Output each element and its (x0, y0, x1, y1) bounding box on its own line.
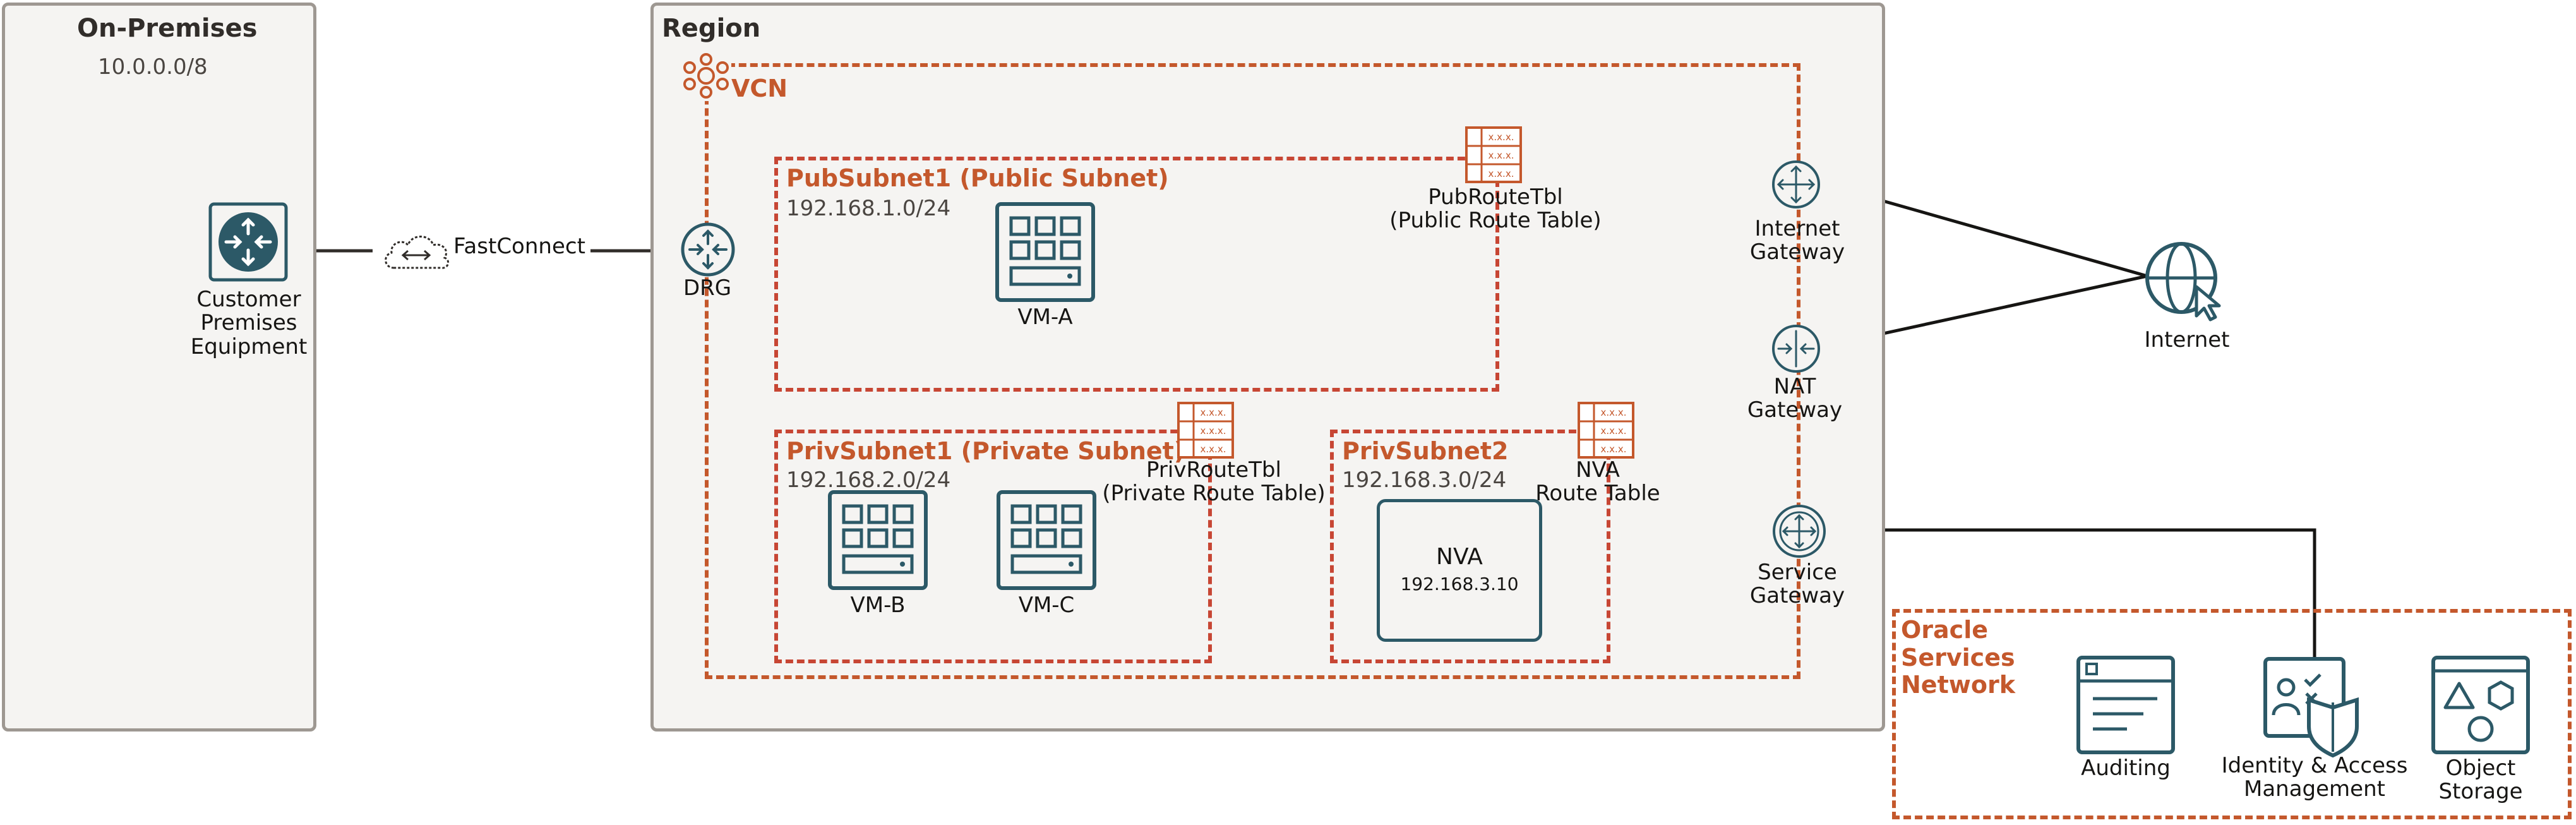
internet-label: Internet (2144, 327, 2230, 352)
internet-gateway-line1: Internet (1754, 216, 1840, 241)
drg-label: DRG (683, 275, 732, 301)
nva-appliance (1377, 499, 1542, 642)
route-table-cell: x.x.x. (1201, 443, 1226, 455)
service-gateway-icon (1773, 505, 1826, 558)
on-premises-cidr: 10.0.0.0/8 (98, 54, 208, 80)
fastconnect-label: FastConnect (453, 234, 585, 259)
osn-boundary (1892, 609, 2572, 819)
iam-label-line1: Identity & Access (2221, 753, 2408, 778)
region-container (650, 3, 1885, 732)
compute-vm-icon (828, 490, 928, 590)
vcn-title: VCN (731, 75, 788, 102)
priv-route-table-label: PrivRouteTbl (Private Route Table) (1102, 457, 1326, 507)
osn-title-line3: Network (1901, 671, 2015, 699)
vcn-icon (681, 51, 731, 101)
cpe-label-line2: Premises (200, 310, 297, 336)
route-table-icon: x.x.x. x.x.x. x.x.x. (1578, 402, 1634, 459)
auditing-icon (2076, 656, 2175, 754)
pub-route-table-label: PubRouteTbl (Public Route Table) (1389, 184, 1602, 234)
nat-gateway-icon (1772, 325, 1820, 373)
priv-route-table-line2: (Private Route Table) (1102, 481, 1326, 507)
route-table-cell: x.x.x. (1601, 425, 1627, 437)
nva-title: NVA (1436, 544, 1483, 570)
internet-gateway-label: Internet Gateway (1750, 217, 1845, 265)
priv-subnet2-boundary (1330, 430, 1610, 663)
nat-gateway-line2: Gateway (1747, 397, 1843, 423)
route-table-cell: x.x.x. (1489, 131, 1514, 143)
nat-gateway-label: NAT Gateway (1747, 375, 1842, 423)
service-gateway-line1: Service (1758, 560, 1837, 585)
service-gateway-label: Service Gateway (1749, 560, 1845, 609)
on-premises-title: On-Premises (77, 14, 258, 43)
iam-label: Identity & Access Management (2222, 754, 2408, 802)
on-premises-container (2, 3, 316, 732)
route-table-cell: x.x.x. (1201, 407, 1226, 418)
osn-title-line1: Oracle (1901, 616, 1989, 644)
priv-subnet1-boundary (774, 430, 1212, 663)
compute-vm-icon (997, 490, 1096, 590)
internet-gateway-line2: Gateway (1749, 239, 1845, 265)
vm-b-label: VM-B (850, 593, 906, 618)
osn-title: Oracle Services Network (1901, 616, 2015, 699)
route-table-cell: x.x.x. (1489, 150, 1514, 161)
priv-route-table-line1: PrivRouteTbl (1146, 457, 1281, 483)
pub-route-table-line2: (Public Route Table) (1389, 208, 1602, 234)
globe-cursor-icon (2145, 242, 2221, 322)
router-icon (208, 202, 288, 282)
object-storage-line2: Storage (2438, 779, 2523, 805)
compute-vm-icon (995, 202, 1095, 302)
priv-subnet2-cidr: 192.168.3.0/24 (1342, 467, 1507, 493)
cpe-label-line3: Equipment (190, 334, 308, 359)
vm-c-label: VM-C (1018, 593, 1075, 618)
osn-title-line2: Services (1901, 643, 2015, 671)
pub-subnet-cidr: 192.168.1.0/24 (786, 196, 951, 221)
object-storage-line1: Object (2445, 756, 2516, 781)
nva-route-table-line1: NVA (1576, 457, 1620, 483)
nva-ip: 192.168.3.10 (1400, 574, 1519, 594)
route-table-cell: x.x.x. (1601, 443, 1627, 455)
cloud-icon (385, 236, 450, 269)
nat-gateway-line1: NAT (1773, 374, 1816, 399)
route-table-cell: x.x.x. (1201, 425, 1226, 437)
route-table-icon: x.x.x. x.x.x. x.x.x. (1177, 402, 1234, 459)
internet-gateway-icon (1772, 160, 1820, 208)
route-table-icon: x.x.x. x.x.x. x.x.x. (1465, 126, 1522, 183)
iam-label-line2: Management (2244, 776, 2385, 802)
nva-route-table-label: NVA Route Table (1535, 457, 1660, 507)
priv-subnet1-cidr: 192.168.2.0/24 (786, 467, 951, 493)
priv-subnet1-title: PrivSubnet1 (Private Subnet) (786, 437, 1185, 465)
object-storage-label: Object Storage (2438, 756, 2523, 805)
drg-router-icon (681, 222, 735, 277)
cpe-label-line1: Customer (196, 287, 301, 312)
route-table-cell: x.x.x. (1601, 407, 1627, 418)
iam-icon (2263, 657, 2359, 758)
pub-subnet-boundary (774, 157, 1499, 392)
region-title: Region (662, 14, 761, 43)
service-gateway-line2: Gateway (1749, 583, 1845, 609)
route-table-cell: x.x.x. (1489, 168, 1514, 179)
auditing-label: Auditing (2081, 756, 2171, 781)
pub-subnet-title: PubSubnet1 (Public Subnet) (786, 164, 1169, 192)
nva-route-table-line2: Route Table (1535, 481, 1660, 507)
priv-subnet2-title: PrivSubnet2 (1342, 437, 1509, 465)
cpe-label: Customer Premises Equipment (190, 287, 308, 359)
vm-a-label: VM-A (1017, 304, 1073, 330)
pub-route-table-line1: PubRouteTbl (1428, 184, 1563, 210)
object-storage-icon (2431, 656, 2530, 754)
